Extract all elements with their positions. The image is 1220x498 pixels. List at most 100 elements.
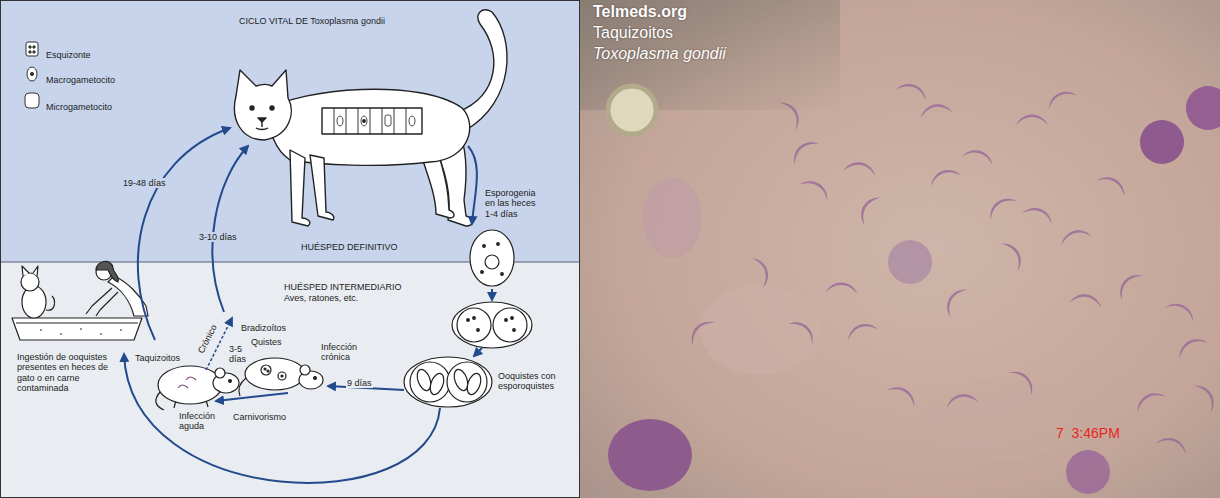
mouse-chronic — [281, 375, 283, 377]
panel-caption: Taquizoitos — [593, 24, 673, 42]
micrograph — [580, 0, 1220, 498]
sporulated-oocyst — [428, 372, 447, 397]
litter-box-scene — [22, 286, 46, 318]
micrograph — [1066, 450, 1110, 494]
mouse-acute — [215, 368, 225, 378]
label-slot: Microgametocito — [46, 96, 112, 114]
cycle-arrow — [124, 128, 492, 483]
micrograph — [1044, 86, 1077, 109]
timestamp: 7 3:46PM — [1056, 425, 1120, 441]
label-slot: CICLO VITAL DE Toxoplasma gondii — [238, 10, 386, 28]
micrograph — [580, 0, 1220, 498]
cat-illustration — [234, 70, 291, 140]
legend-symbol — [27, 67, 37, 81]
micrograph — [896, 79, 930, 100]
litter-box-scene — [46, 296, 54, 310]
micrograph — [1059, 227, 1093, 245]
mouse-acute — [158, 366, 222, 404]
micrograph — [942, 284, 967, 317]
micrograph — [752, 254, 773, 288]
cat-illustration — [361, 116, 367, 126]
legend-text: Esquizonte — [46, 50, 91, 60]
cycle-arrow — [124, 354, 440, 483]
mouse-acute — [229, 380, 232, 383]
litter-box-scene — [12, 318, 142, 340]
mouse-chronic — [278, 372, 286, 380]
stage-label: Quistes — [250, 337, 283, 347]
label-slot: 19-48 días — [122, 172, 167, 190]
cat-illustration — [409, 116, 415, 126]
litter-box-scene — [96, 261, 118, 282]
legend-symbol — [33, 51, 35, 53]
sporulated-oocyst — [410, 362, 450, 402]
micrograph — [985, 193, 1017, 220]
band-heading: HUÉSPED INTERMEDIARIO — [283, 282, 403, 292]
oocyst-stage — [470, 230, 514, 286]
cycle-arrow — [474, 348, 482, 356]
cat-illustration — [290, 150, 310, 226]
legend-symbol — [29, 51, 31, 53]
legend-symbol — [29, 46, 31, 48]
label-slot: Infección aguda — [178, 411, 224, 432]
oocyst-stage — [483, 245, 486, 248]
cat-illustration — [310, 155, 334, 220]
oocyst-stage — [473, 317, 476, 320]
stage-label: Crónico — [195, 322, 219, 356]
legend-symbol — [33, 46, 35, 48]
stage-note: Esporogenia en las heces 1-4 días — [484, 188, 542, 219]
micrograph — [1001, 238, 1026, 271]
label-slot: Esporogenia en las heces 1-4 días — [484, 188, 542, 219]
micrograph — [800, 176, 833, 201]
micrograph — [844, 319, 878, 340]
label-slot: Taquizoitos — [593, 24, 673, 42]
micrograph — [945, 392, 978, 408]
duration-label: 3-10 días — [198, 232, 238, 242]
cycle-arrow — [212, 146, 248, 312]
band-subheading: Aves, ratones, etc. — [283, 293, 359, 303]
cat-illustration — [258, 118, 266, 122]
label-slot: Ingestión de ooquistes presentes en hece… — [16, 352, 116, 393]
legend-symbol — [30, 72, 33, 75]
label-slot: Telmeds.org — [593, 3, 687, 21]
cat-illustration — [385, 115, 391, 126]
legend-symbol — [26, 42, 38, 56]
diagram-title: CICLO VITAL DE Toxoplasma gondii — [238, 16, 386, 26]
label-slot: HUÉSPED DEFINITIVO — [300, 236, 399, 254]
oocyst-stage — [505, 319, 508, 322]
label-slot: 3-5 días — [228, 344, 248, 365]
sporulated-oocyst — [447, 362, 487, 402]
cat-illustration — [363, 120, 365, 122]
oocyst-stage — [467, 319, 470, 322]
cat-illustration — [234, 10, 507, 226]
cat-illustration — [270, 106, 274, 110]
mouse-chronic — [264, 368, 266, 370]
label-slot: Quistes — [250, 331, 283, 349]
mouse-chronic — [300, 365, 310, 375]
oocyst-stage — [513, 329, 516, 332]
cat-illustration — [334, 108, 406, 134]
site-name: Telmeds.org — [593, 3, 687, 21]
litter-box-scene — [96, 292, 118, 316]
litter-box-scene — [21, 273, 39, 291]
sporulated-oocyst — [404, 357, 492, 407]
micrograph — [1140, 120, 1184, 164]
stage-note: Ingestión de ooquistes presentes en hece… — [16, 352, 116, 393]
label-slot: Macrogametocito — [46, 69, 115, 87]
micrograph — [788, 136, 819, 165]
panel-ground — [1, 1, 580, 498]
micrograph — [700, 285, 820, 375]
micrograph — [608, 86, 656, 134]
legend-symbol — [25, 42, 39, 108]
label-slot: HUÉSPED INTERMEDIARIO — [283, 276, 403, 294]
micrograph — [1009, 365, 1039, 395]
mouse-chronic — [239, 378, 246, 396]
sporulated-oocyst — [465, 372, 484, 397]
duration-label: 9 días — [346, 378, 373, 388]
cycle-arrow — [468, 146, 477, 224]
label-slot: Infección crónica — [320, 342, 366, 363]
mouse-chronic — [245, 358, 305, 390]
sporulated-oocyst — [404, 357, 492, 407]
label-slot: Esquizonte — [46, 44, 91, 62]
micrograph — [927, 165, 961, 186]
micrograph — [1174, 334, 1207, 359]
